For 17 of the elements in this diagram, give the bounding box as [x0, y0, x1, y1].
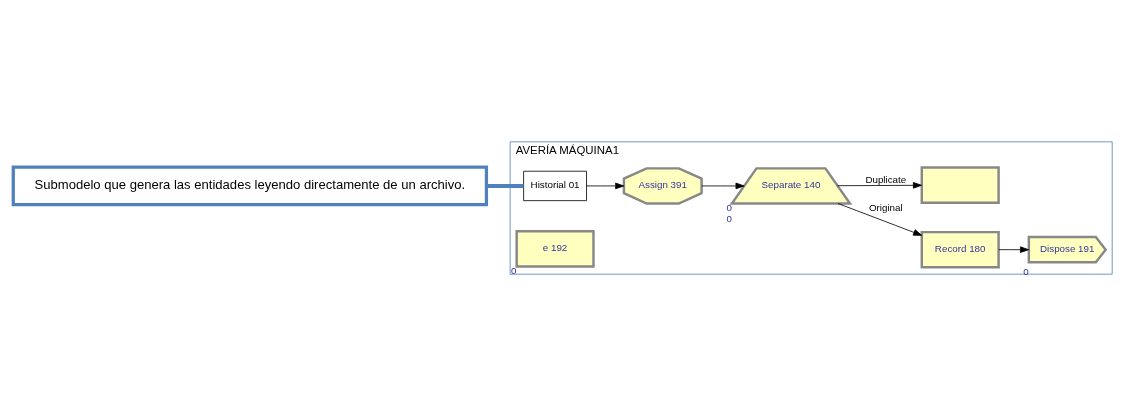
node-box: Submodelo que genera las entidades leyendo directamente de un archivo.: [11, 165, 489, 207]
node-box: e 192: [515, 230, 595, 268]
node-box: Record 180: [920, 230, 1000, 269]
node-label: 0: [726, 212, 732, 224]
edge-label: Duplicate: [865, 174, 907, 186]
node-label: 0: [1023, 266, 1029, 278]
node-box: [920, 166, 1000, 204]
arrow: [837, 182, 922, 189]
arrow: [586, 182, 625, 190]
node-box: Historial 01: [523, 170, 587, 202]
node-label: 0: [511, 265, 517, 277]
edge-label: Original: [868, 201, 903, 213]
arrow: [837, 203, 923, 236]
arrow: [998, 246, 1029, 253]
arrow: [701, 182, 745, 190]
node-label: 0: [726, 202, 732, 214]
connector: [486, 183, 524, 188]
